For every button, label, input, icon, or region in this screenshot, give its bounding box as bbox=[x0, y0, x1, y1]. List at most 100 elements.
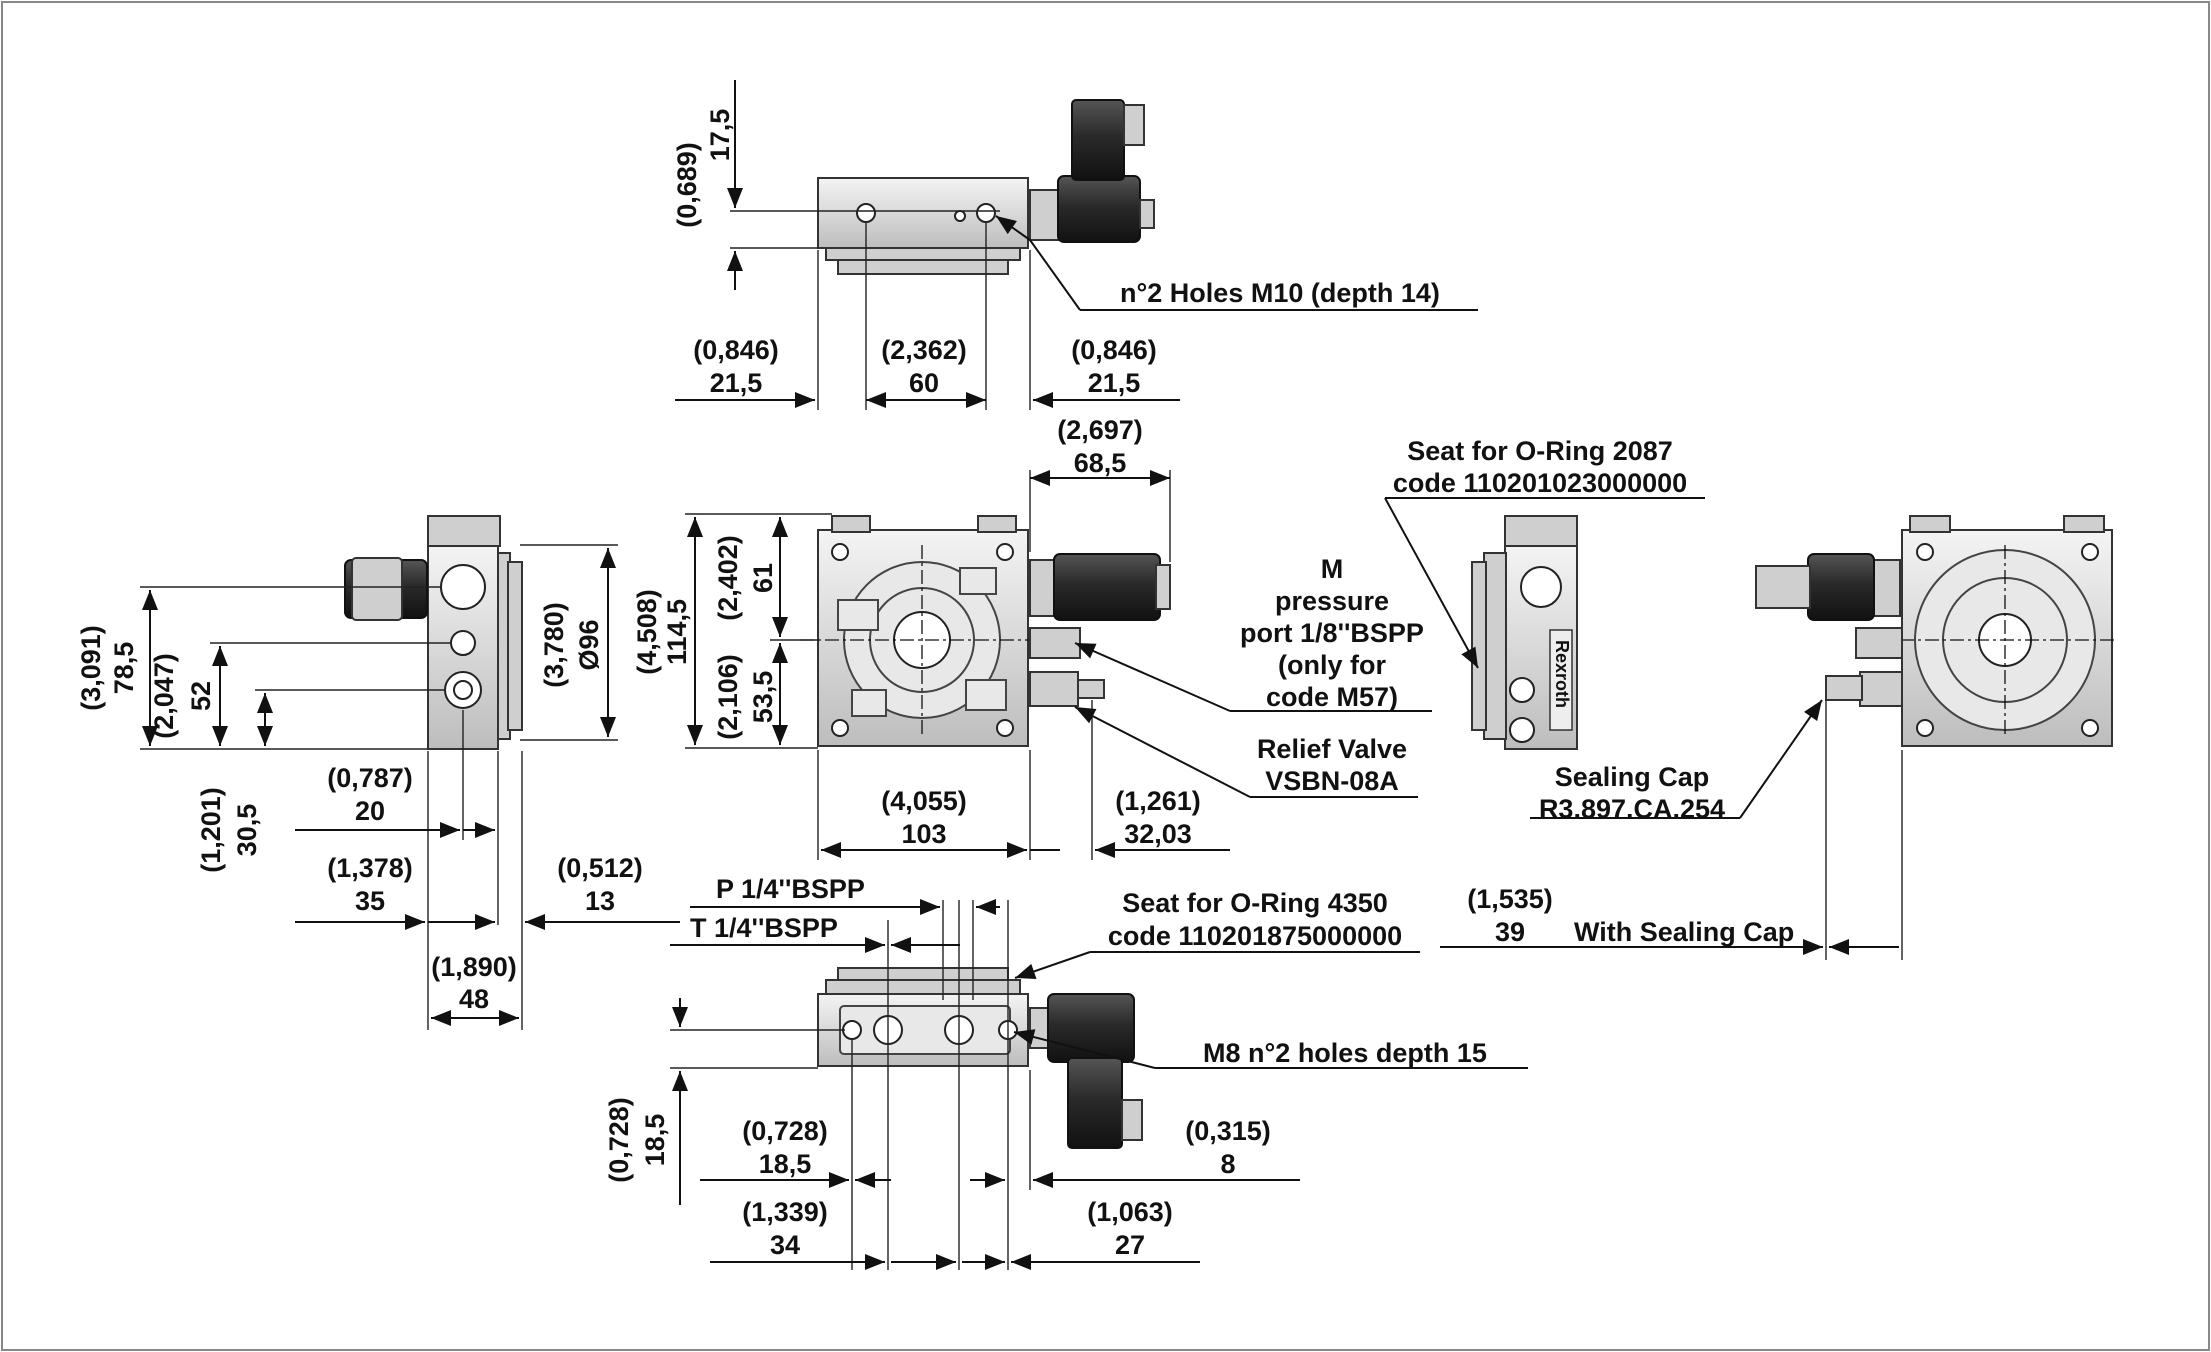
top-view-connector-gland bbox=[1123, 104, 1145, 146]
top-view-small-hole bbox=[954, 210, 966, 222]
note-p-port: P 1/4''BSPP bbox=[716, 874, 865, 904]
dim-front-lower-mm: 53,5 bbox=[748, 671, 778, 724]
dim-top-height-mm: 17,5 bbox=[705, 109, 735, 162]
annotation-texts: (0,689) 17,5 n°2 Holes M10 (depth 14) (0… bbox=[76, 109, 1794, 1260]
top-view-hole-right bbox=[976, 203, 996, 223]
dim-side-e-in: (1,378) bbox=[327, 853, 413, 883]
front-view-tab-right bbox=[977, 515, 1017, 533]
note-t-port: T 1/4''BSPP bbox=[690, 913, 838, 943]
dim-side-g-in: (1,890) bbox=[431, 952, 517, 982]
dim-top-right-in: (0,846) bbox=[1071, 335, 1157, 365]
rear-view-dimensions bbox=[1440, 699, 1903, 960]
note-oring-2087-line2: code 110201023000000 bbox=[1393, 468, 1687, 498]
rear-view-plug bbox=[1755, 565, 1811, 609]
dim-top-left-mm: 21,5 bbox=[710, 368, 763, 398]
rear-view-solenoid bbox=[1807, 553, 1875, 621]
note-m-line2: pressure bbox=[1275, 586, 1389, 616]
dim-bottom-a-in: (0,728) bbox=[742, 1116, 828, 1146]
dim-side-f-mm: 13 bbox=[585, 886, 615, 916]
top-view-dimensions bbox=[675, 80, 1478, 410]
dim-side-f-in: (0,512) bbox=[557, 853, 643, 883]
label-view: Rexroth bbox=[1471, 515, 1578, 750]
note-m8-holes: M8 n°2 holes depth 15 bbox=[1203, 1038, 1487, 1068]
top-view-connector-nut bbox=[1029, 189, 1061, 241]
dim-side-d-mm: 20 bbox=[355, 796, 385, 826]
bottom-view bbox=[817, 967, 1143, 1149]
dim-side-e-mm: 35 bbox=[355, 886, 385, 916]
dim-front-height-in: (4,508) bbox=[632, 589, 662, 675]
dim-top-centre-in: (2,362) bbox=[881, 335, 967, 365]
dim-front-base-in: (4,055) bbox=[881, 786, 967, 816]
rear-view-sealing-cap bbox=[1825, 675, 1863, 701]
dim-top-centre-mm: 60 bbox=[909, 368, 939, 398]
dim-front-width-mm: 68,5 bbox=[1074, 448, 1127, 478]
note-sealing-cap-line2: R3.897.CA.254 bbox=[1539, 794, 1725, 824]
note-oring-2087-line1: Seat for O-Ring 2087 bbox=[1407, 436, 1673, 466]
front-view-nut bbox=[1029, 559, 1057, 617]
front-view-dimensions bbox=[685, 470, 1432, 860]
top-view bbox=[817, 99, 1155, 275]
top-view-connector-body bbox=[1057, 175, 1141, 243]
side-view-tab bbox=[427, 515, 501, 547]
note-oring-4350-line2: code 110201875000000 bbox=[1108, 921, 1402, 951]
dim-side-diameter-mm: Ø96 bbox=[574, 619, 604, 670]
front-view-m-port bbox=[1029, 627, 1081, 659]
note-oring-4350-line1: Seat for O-Ring 4350 bbox=[1122, 888, 1388, 918]
dim-cap-mm: 39 bbox=[1495, 917, 1525, 947]
front-view-relief-valve bbox=[1029, 671, 1079, 707]
top-view-body bbox=[817, 177, 1029, 249]
dim-side-g-mm: 48 bbox=[459, 984, 489, 1014]
dim-front-relief-mm: 32,03 bbox=[1124, 819, 1192, 849]
bottom-view-m8-left bbox=[842, 1020, 862, 1040]
dim-front-upper-mm: 61 bbox=[748, 563, 778, 593]
top-view-connector-screw bbox=[1139, 199, 1155, 229]
dim-bottom-c-mm: 8 bbox=[1220, 1149, 1235, 1179]
dim-bottom-d-mm: 27 bbox=[1115, 1230, 1145, 1260]
note-m-line4: (only for bbox=[1278, 650, 1386, 680]
dim-front-relief-in: (1,261) bbox=[1115, 786, 1201, 816]
note-relief-line2: VSBN-08A bbox=[1265, 766, 1399, 796]
dim-front-width-in: (2,697) bbox=[1057, 415, 1143, 445]
label-view-leader bbox=[1384, 497, 1705, 669]
note-m-line3: port 1/8''BSPP bbox=[1240, 618, 1424, 648]
side-view bbox=[344, 515, 523, 750]
dim-bottom-b-in: (1,339) bbox=[742, 1197, 828, 1227]
dim-bottom-b-mm: 34 bbox=[770, 1230, 800, 1260]
label-view-seat bbox=[1483, 552, 1507, 740]
dim-cap-in: (1,535) bbox=[1467, 884, 1553, 914]
dim-top-height-in: (0,689) bbox=[672, 142, 702, 228]
dim-side-a-in: (3,091) bbox=[76, 625, 106, 711]
note-relief-line1: Relief Valve bbox=[1257, 734, 1407, 764]
bottom-view-dimensions bbox=[670, 899, 1528, 1270]
side-view-dimensions bbox=[140, 544, 680, 1030]
rexroth-logo: Rexroth bbox=[1552, 640, 1572, 708]
top-view-hole-left bbox=[856, 203, 876, 223]
front-view-tab-left bbox=[831, 515, 871, 533]
dim-side-c-mm: 30,5 bbox=[232, 804, 262, 857]
top-view-seat-ring bbox=[825, 247, 1021, 261]
dim-side-c-in: (1,201) bbox=[196, 787, 226, 873]
dim-side-diameter-in: (3,780) bbox=[539, 602, 569, 688]
bottom-view-seat-ring bbox=[825, 979, 1021, 995]
rear-view bbox=[1755, 515, 2115, 747]
dim-front-height-mm: 114,5 bbox=[662, 599, 692, 665]
dim-top-left-in: (0,846) bbox=[693, 335, 779, 365]
note-holes-m10: n°2 Holes M10 (depth 14) bbox=[1120, 278, 1440, 308]
dim-side-d-in: (0,787) bbox=[327, 763, 413, 793]
dim-bottom-c-in: (0,315) bbox=[1185, 1116, 1271, 1146]
dim-top-right-mm: 21,5 bbox=[1088, 368, 1141, 398]
top-view-connector-plug bbox=[1071, 99, 1125, 181]
note-m-line1: M bbox=[1321, 554, 1344, 584]
dim-front-upper-in: (2,402) bbox=[713, 535, 743, 621]
note-with-sealing-cap: With Sealing Cap bbox=[1574, 917, 1794, 947]
dim-bottom-height-in: (0,728) bbox=[604, 1097, 634, 1183]
dim-side-a-mm: 78,5 bbox=[109, 642, 139, 695]
front-view-solenoid bbox=[1053, 553, 1161, 621]
dim-side-b-in: (2,047) bbox=[149, 653, 179, 739]
dim-side-b-mm: 52 bbox=[186, 681, 216, 711]
dim-bottom-d-in: (1,063) bbox=[1087, 1197, 1173, 1227]
dim-bottom-a-mm: 18,5 bbox=[759, 1149, 812, 1179]
